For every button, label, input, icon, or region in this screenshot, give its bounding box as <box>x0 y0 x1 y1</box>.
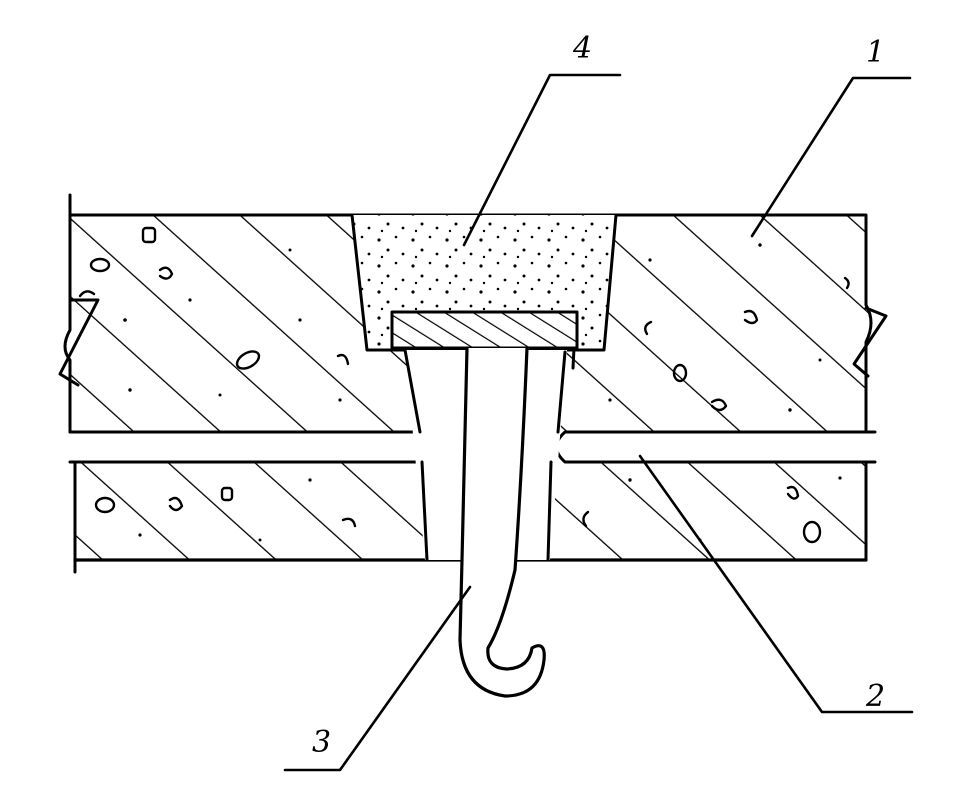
sand-specks-upper <box>123 243 822 412</box>
leader-1 <box>750 76 912 238</box>
aggregate-marks-upper <box>78 226 850 412</box>
leader-3 <box>283 585 472 772</box>
leader-4 <box>462 73 622 247</box>
anchor-plate <box>390 310 579 370</box>
aggregate-marks-lower <box>94 485 822 544</box>
callout-label-3: 3 <box>312 725 331 760</box>
steel-hook <box>458 346 546 698</box>
callout-label-1: 1 <box>866 35 885 70</box>
callout-labels: 1 2 3 4 <box>312 31 885 760</box>
leader-2 <box>638 454 914 714</box>
callout-label-2: 2 <box>865 679 885 714</box>
callout-leaders <box>283 73 914 772</box>
callout-label-4: 4 <box>572 31 592 66</box>
